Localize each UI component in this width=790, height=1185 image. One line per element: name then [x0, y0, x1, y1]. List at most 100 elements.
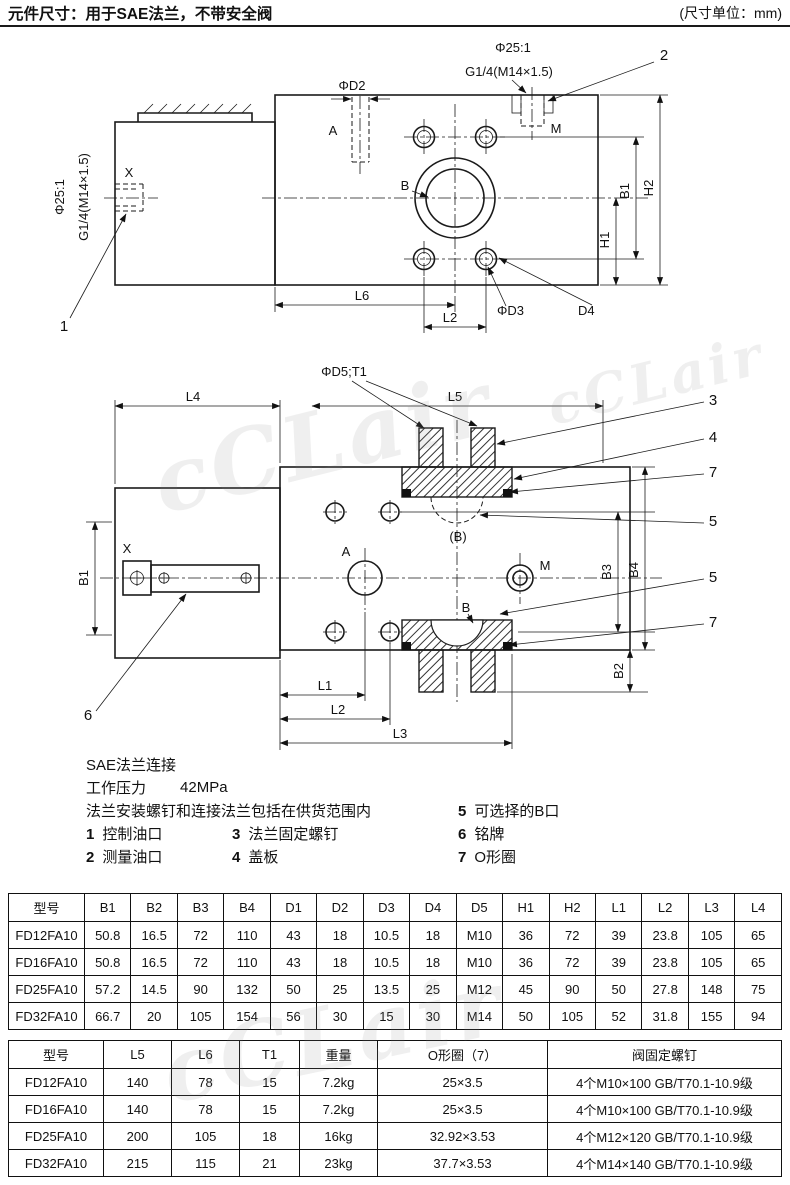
value-cell: 15 — [239, 1068, 300, 1096]
value-cell: 13.5 — [362, 975, 411, 1003]
model-cell: FD25FA10 — [8, 975, 85, 1003]
value-cell: 155 — [687, 1002, 736, 1030]
port-label-m: M — [540, 558, 551, 573]
dia-label-25-top: Φ25:1 — [495, 40, 531, 55]
port-label-b-optional: (B) — [449, 529, 466, 544]
legend-label: 测量油口 — [102, 849, 163, 866]
column-header: B1 — [83, 893, 132, 922]
value-cell: 110 — [223, 921, 271, 949]
column-header: L6 — [171, 1040, 240, 1069]
value-cell: 94 — [734, 1002, 782, 1030]
value-cell: 4个M12×120 GB/T70.1-10.9级 — [547, 1122, 782, 1150]
dim-label-h2: H2 — [641, 180, 656, 197]
callout-2: 2 — [660, 47, 668, 64]
drawing1-dimensions: H2 B1 H1 L6 L2 ΦD3 D4 — [274, 94, 668, 333]
column-header: L4 — [734, 893, 782, 922]
callout-5-bottom: 5 — [709, 569, 717, 586]
column-header: D2 — [316, 893, 364, 922]
legend-num: 1 — [86, 826, 95, 843]
port-label-x: X — [125, 165, 134, 180]
top-drawing: X G1/4(M14×1.5) Φ25:1 1 B — [52, 40, 668, 335]
value-cell: 52 — [594, 1002, 643, 1030]
value-cell: 16.5 — [130, 948, 178, 976]
model-cell: FD16FA10 — [8, 1095, 104, 1123]
legend-num: 6 — [458, 826, 467, 843]
column-header: D5 — [455, 893, 504, 922]
value-cell: 105 — [176, 1002, 225, 1030]
dim-label-l6: L6 — [355, 288, 369, 303]
value-cell: 39 — [594, 921, 643, 949]
value-cell: 45 — [502, 975, 550, 1003]
value-cell: 215 — [103, 1149, 172, 1177]
value-cell: 148 — [687, 975, 736, 1003]
value-cell: 18 — [409, 921, 457, 949]
value-cell: 50.8 — [83, 921, 132, 949]
column-header: H2 — [548, 893, 596, 922]
column-header: T1 — [239, 1040, 300, 1069]
value-cell: M12 — [455, 975, 504, 1003]
value-cell: 39 — [594, 948, 643, 976]
x-port-thread — [115, 183, 144, 212]
bolt-hole-centerlines — [404, 119, 506, 277]
port-label-x: X — [123, 541, 132, 556]
dim-label-l1: L1 — [318, 678, 332, 693]
legend-num: 5 — [458, 803, 467, 820]
value-cell: 72 — [548, 921, 596, 949]
value-cell: 23kg — [299, 1149, 378, 1177]
legend-num: 7 — [458, 849, 467, 866]
column-header: L5 — [103, 1040, 172, 1069]
value-cell: 37.7×3.53 — [377, 1149, 548, 1177]
value-cell: 25 — [409, 975, 457, 1003]
port-label-b: B — [401, 178, 410, 193]
value-cell: 15 — [239, 1095, 300, 1123]
column-header: 重量 — [299, 1040, 378, 1069]
port-label-a: A — [329, 123, 338, 138]
dim-label-d3: ΦD3 — [497, 303, 524, 318]
legend-label: 法兰固定螺钉 — [248, 826, 339, 843]
value-cell: 154 — [223, 1002, 271, 1030]
dim-label-l2: L2 — [443, 310, 457, 325]
value-cell: 110 — [223, 948, 271, 976]
value-cell: 132 — [223, 975, 271, 1003]
value-cell: 14.5 — [130, 975, 178, 1003]
surface-marks — [143, 103, 252, 114]
value-cell: 32.92×3.53 — [377, 1122, 548, 1150]
value-cell: 18 — [316, 948, 364, 976]
model-cell: FD16FA10 — [8, 948, 85, 976]
value-cell: 65 — [734, 948, 782, 976]
column-header: B3 — [176, 893, 225, 922]
value-cell: 200 — [103, 1122, 172, 1150]
value-cell: 4个M10×100 GB/T70.1-10.9级 — [547, 1095, 782, 1123]
dim-label-l5: L5 — [448, 389, 462, 404]
note-pressure-value: 42MPa — [180, 779, 228, 796]
note-pressure-label: 工作压力 — [86, 780, 147, 797]
value-cell: 105 — [687, 921, 736, 949]
dim-label-d2: ΦD2 — [339, 78, 366, 93]
value-cell: 105 — [171, 1122, 240, 1150]
value-cell: 36 — [502, 948, 550, 976]
value-cell: 25 — [316, 975, 364, 1003]
dim-label-b2: B2 — [611, 663, 626, 679]
mounting-holes — [323, 500, 402, 644]
dim-label-d4: D4 — [578, 303, 595, 318]
value-cell: 50 — [502, 1002, 550, 1030]
thread-label-g14-left: G1/4(M14×1.5) — [76, 153, 91, 241]
column-header: B2 — [130, 893, 178, 922]
callout-6: 6 — [84, 707, 92, 724]
value-cell: 65 — [734, 921, 782, 949]
column-header: D1 — [269, 893, 318, 922]
value-cell: 18 — [409, 948, 457, 976]
o-ring-section — [503, 489, 512, 497]
o-ring-section — [402, 489, 411, 497]
column-header: 阀固定螺钉 — [547, 1040, 782, 1069]
